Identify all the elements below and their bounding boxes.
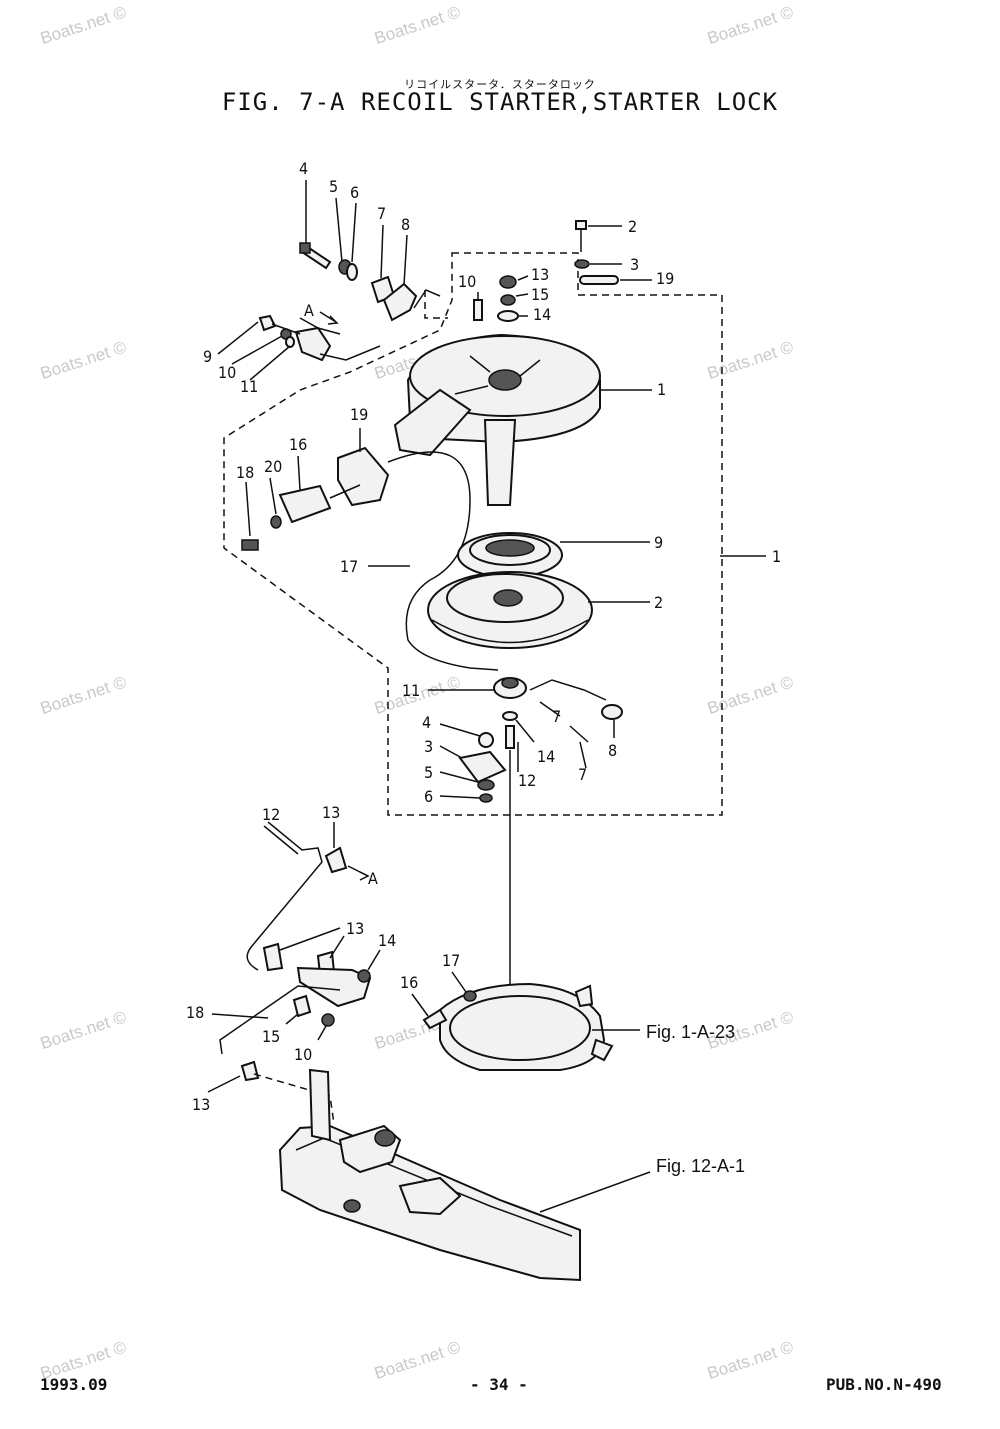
bolt-15 (292, 994, 312, 1018)
callout-5: 5 (329, 177, 338, 196)
callout-12-lower: 12 (262, 805, 280, 824)
washer-14 (497, 310, 519, 322)
callout-14-top: 14 (533, 305, 551, 324)
reel-2 (427, 571, 593, 649)
callout-13-top: 13 (531, 265, 549, 284)
starter-cable-17 (387, 451, 499, 671)
clip-13 (324, 846, 348, 874)
bolt-4 (299, 180, 332, 270)
clip-13-d (240, 1060, 260, 1082)
bottom-cowling (278, 1068, 581, 1282)
callout-2-top: 2 (628, 217, 637, 236)
callout-15-lower: 15 (262, 1027, 280, 1046)
callout-11: 11 (240, 377, 258, 396)
callout-2-inner: 2 (654, 593, 663, 612)
link-rod-18 (219, 985, 341, 1055)
callout-13-lower-b: 13 (346, 919, 364, 938)
callout-12-inner: 12 (518, 771, 536, 790)
callout-10-top: 10 (458, 272, 476, 291)
callout-17-side: 17 (340, 557, 358, 576)
bushing-19 (579, 275, 619, 285)
callout-19-side: 19 (350, 405, 368, 424)
bolt-2 (575, 220, 587, 252)
callout-14-inner: 14 (537, 747, 555, 766)
callout-A: A (304, 301, 314, 320)
callout-8-inner: 8 (608, 741, 617, 760)
pulley-11 (493, 677, 527, 699)
callout-11-inner: 11 (402, 681, 420, 700)
callout-A-lower: A (368, 869, 378, 888)
bolt-16 (422, 1008, 448, 1030)
footer-date: 1993.09 (40, 1375, 108, 1394)
nut-13 (499, 275, 517, 289)
ratchet-7 (529, 679, 607, 701)
callout-7-inner-b: 7 (578, 765, 587, 784)
plunger-16 (278, 484, 361, 524)
figure-title: FIG. 7-A RECOIL STARTER,STARTER LOCK (221, 88, 779, 116)
plate-3 (458, 750, 507, 784)
starter-case-1 (393, 333, 601, 506)
washer-6 (346, 263, 358, 281)
nut-10 (321, 1013, 335, 1027)
callout-3-inner: 3 (424, 737, 433, 756)
washer-5 (477, 779, 495, 791)
washer-3 (574, 259, 590, 269)
callout-16-side: 16 (289, 435, 307, 454)
spiral-spring-9 (457, 532, 563, 578)
callout-4-inner: 4 (422, 713, 431, 732)
lever-8 (382, 282, 418, 322)
ring-20 (270, 515, 282, 529)
callout-10: 10 (218, 363, 236, 382)
callout-1-assembly: 1 (772, 547, 781, 566)
callout-13-lower-a: 13 (322, 803, 340, 822)
footer-publication-number: PUB.NO.N-490 (826, 1375, 942, 1394)
callout-4: 4 (299, 159, 308, 178)
callout-15-top: 15 (531, 285, 549, 304)
callout-6: 6 (350, 183, 359, 202)
ref-fig-1-a-23: Fig. 1-A-23 (646, 1022, 735, 1042)
japanese-title: リコイルスタータ．スタータロック (404, 78, 596, 91)
callout-19-top: 19 (656, 269, 674, 288)
callout-7: 7 (377, 204, 386, 223)
callout-16-lower: 16 (400, 973, 418, 992)
callout-1-case: 1 (657, 380, 666, 399)
callout-14-lower: 14 (378, 931, 396, 950)
callout-8: 8 (401, 215, 410, 234)
washer-15 (500, 294, 516, 306)
callout-18-lower: 18 (186, 1003, 204, 1022)
callout-13-lower-c: 13 (192, 1095, 210, 1114)
assembly-boundary (223, 252, 723, 816)
bolt-12 (505, 725, 515, 749)
plate-11 (294, 326, 332, 362)
starter-bracket (439, 982, 614, 1071)
lock-rod-12 (246, 821, 323, 971)
callout-5-inner: 5 (424, 763, 433, 782)
callout-3-top: 3 (630, 255, 639, 274)
callout-6-inner: 6 (424, 787, 433, 806)
footer-page-number: - 34 - (470, 1375, 528, 1394)
clip-13-b (262, 942, 284, 972)
pad-18 (241, 539, 259, 551)
callout-18-side: 18 (236, 463, 254, 482)
nut-4 (478, 732, 494, 748)
callout-9: 9 (203, 347, 212, 366)
nut-6 (479, 793, 493, 803)
bolt-9 (258, 314, 277, 332)
callout-17-lower: 17 (442, 951, 460, 970)
callout-7-inner-a: 7 (552, 707, 561, 726)
ref-fig-12-a-1: Fig. 12-A-1 (656, 1156, 745, 1176)
lever-14 (296, 966, 372, 1008)
callout-10-lower: 10 (294, 1045, 312, 1064)
lock-bracket-19 (337, 428, 390, 507)
callout-20-side: 20 (264, 457, 282, 476)
callout-9-inner: 9 (654, 533, 663, 552)
pin-10 (473, 299, 483, 321)
spring-8 (601, 704, 623, 720)
washer-14 (502, 711, 518, 721)
